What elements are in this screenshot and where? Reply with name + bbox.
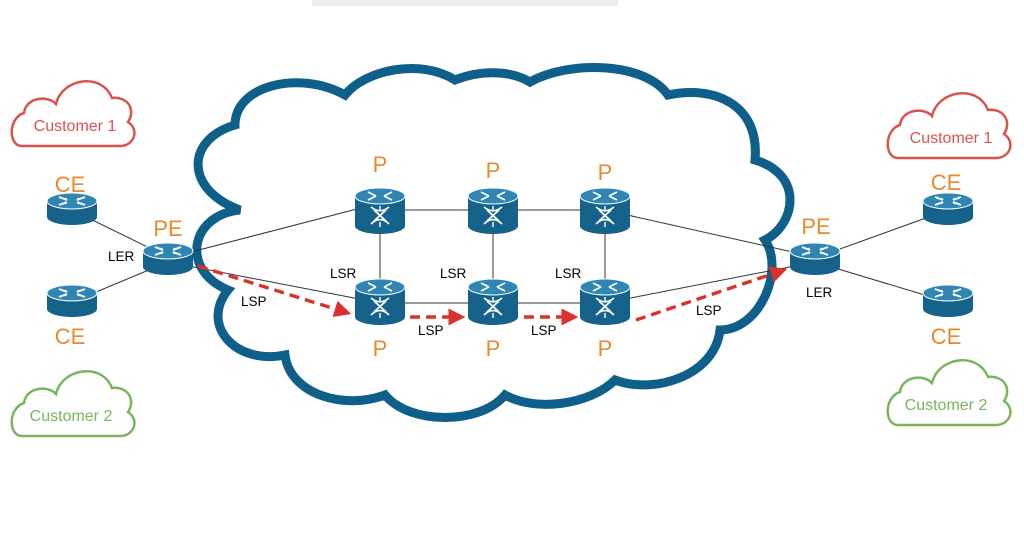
lsp-arrow-4 bbox=[635, 266, 788, 322]
customer-cloud-right-bottom: Customer 2 bbox=[886, 359, 1012, 427]
p-label-top-2: P bbox=[486, 158, 501, 183]
ce-router-left-bottom bbox=[46, 284, 98, 318]
p-label-bottom-1: P bbox=[373, 336, 388, 361]
p-label-bottom-2: P bbox=[486, 336, 501, 361]
p-router-bottom-2 bbox=[467, 278, 519, 326]
cropped-title-fragment bbox=[312, 0, 618, 6]
lsp-label-4: LSP bbox=[696, 303, 722, 318]
ce-router-right-bottom bbox=[922, 284, 974, 318]
ce-label-left-top: CE bbox=[55, 172, 86, 197]
ler-label-left: LER bbox=[108, 249, 135, 264]
p-router-top-2 bbox=[467, 187, 519, 235]
customer-label-right-bottom: Customer 2 bbox=[905, 397, 988, 414]
ce-label-right-top: CE bbox=[931, 170, 962, 195]
pe-label-right: PE bbox=[801, 214, 830, 239]
pe-router-left bbox=[142, 242, 194, 276]
p-router-top-3 bbox=[579, 187, 631, 235]
customer-label-left-bottom: Customer 2 bbox=[30, 408, 113, 425]
pe-router-right bbox=[789, 242, 841, 276]
ce-label-right-bottom: CE bbox=[931, 324, 962, 349]
p-router-top-1 bbox=[354, 187, 406, 235]
lsr-label-3: LSR bbox=[555, 266, 582, 281]
p-label-bottom-3: P bbox=[598, 336, 613, 361]
customer-cloud-left-bottom: Customer 2 bbox=[10, 370, 136, 438]
lsp-path bbox=[197, 264, 788, 326]
customer-cloud-left-top: Customer 1 bbox=[10, 80, 136, 148]
lsp-label-1: LSP bbox=[241, 294, 267, 309]
lsr-label-1: LSR bbox=[330, 266, 357, 281]
ler-label-right: LER bbox=[806, 285, 833, 300]
lsp-label-2: LSP bbox=[418, 323, 444, 338]
p-label-top-1: P bbox=[373, 152, 388, 177]
customer-label-right-top: Customer 1 bbox=[910, 130, 993, 147]
ce-router-left-top bbox=[46, 192, 98, 226]
lsp-label-3: LSP bbox=[531, 323, 557, 338]
customer-label-left-top: Customer 1 bbox=[34, 118, 117, 135]
p-router-bottom-3 bbox=[579, 278, 631, 326]
p-label-top-3: P bbox=[598, 160, 613, 185]
lsp-arrow-1 bbox=[197, 264, 352, 318]
ce-router-right-top bbox=[922, 192, 974, 226]
customer-cloud-right-top: Customer 1 bbox=[886, 92, 1012, 160]
p-router-bottom-1 bbox=[354, 278, 406, 326]
lsr-label-2: LSR bbox=[440, 266, 467, 281]
pe-label-left: PE bbox=[153, 216, 182, 241]
ce-label-left-bottom: CE bbox=[55, 324, 86, 349]
